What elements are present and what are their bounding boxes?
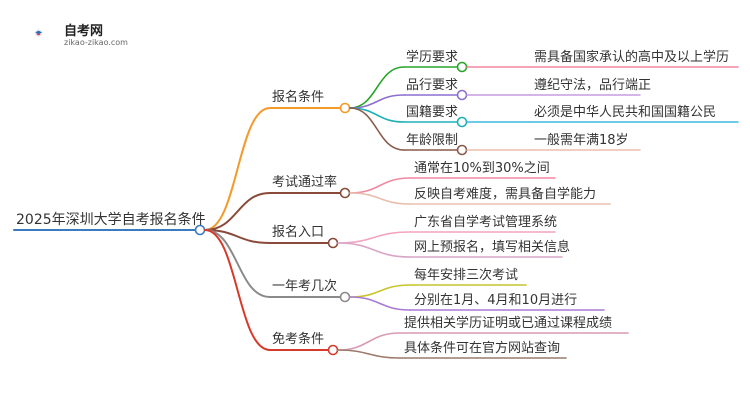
branch-connector bbox=[204, 107, 271, 231]
child-label: 通常在10%到30%之间 bbox=[414, 161, 550, 176]
child-connector bbox=[337, 242, 411, 258]
detail-label: 一般需年满18岁 bbox=[534, 133, 629, 148]
child-connector bbox=[337, 231, 411, 244]
child-label: 分别在1月、4月和10月进行 bbox=[414, 293, 578, 308]
branch-label: 考试通过率 bbox=[272, 175, 338, 190]
branch-label: 免考条件 bbox=[272, 332, 325, 347]
child-node[interactable] bbox=[456, 89, 468, 101]
child-node[interactable] bbox=[456, 116, 468, 128]
detail-label: 必须是中华人民共和国国籍公民 bbox=[534, 105, 717, 120]
child-node[interactable] bbox=[456, 61, 468, 73]
child-label: 年龄限制 bbox=[406, 133, 459, 148]
logo-url: zikao-zikao.com bbox=[64, 38, 128, 47]
branch-connector bbox=[204, 229, 271, 351]
child-label: 广东省自学考试管理系统 bbox=[414, 215, 558, 230]
child-label: 每年安排三次考试 bbox=[414, 268, 519, 283]
child-label: 国籍要求 bbox=[406, 105, 459, 120]
child-label: 网上预报名，填写相关信息 bbox=[414, 240, 571, 255]
child-label: 提供相关学历证明或已通过课程成绩 bbox=[404, 316, 613, 331]
branch-connector bbox=[204, 192, 271, 231]
child-label: 反映自考难度，需具备自学能力 bbox=[414, 187, 597, 202]
branch-node[interactable] bbox=[339, 102, 351, 114]
child-connector bbox=[349, 192, 411, 205]
detail-label: 遵纪守法，品行端正 bbox=[534, 78, 652, 93]
child-connector bbox=[337, 349, 401, 359]
logo-title: 自考网 bbox=[64, 24, 104, 39]
child-label: 具体条件可在官方网站查询 bbox=[404, 341, 561, 356]
branch-label: 报名条件 bbox=[272, 90, 325, 105]
child-label: 学历要求 bbox=[406, 50, 459, 65]
branch-node[interactable] bbox=[339, 187, 351, 199]
branch-node[interactable] bbox=[327, 237, 339, 249]
branch-node[interactable] bbox=[327, 344, 339, 356]
child-label: 品行要求 bbox=[406, 78, 459, 93]
child-connector bbox=[337, 332, 401, 351]
child-connector bbox=[349, 107, 405, 151]
root-topic: 2025年深圳大学自考报名条件 bbox=[16, 212, 206, 228]
child-connector bbox=[349, 177, 411, 194]
branch-connector bbox=[204, 229, 271, 244]
branch-label: 报名入口 bbox=[272, 225, 325, 240]
branch-label: 一年考几次 bbox=[272, 279, 338, 294]
detail-label: 需具备国家承认的高中及以上学历 bbox=[534, 50, 730, 65]
child-connector bbox=[349, 284, 411, 298]
branch-connector bbox=[204, 229, 271, 298]
child-node[interactable] bbox=[456, 144, 468, 156]
graduation-cap-icon bbox=[34, 29, 43, 37]
child-connector bbox=[349, 296, 411, 311]
branch-node[interactable] bbox=[339, 291, 351, 303]
